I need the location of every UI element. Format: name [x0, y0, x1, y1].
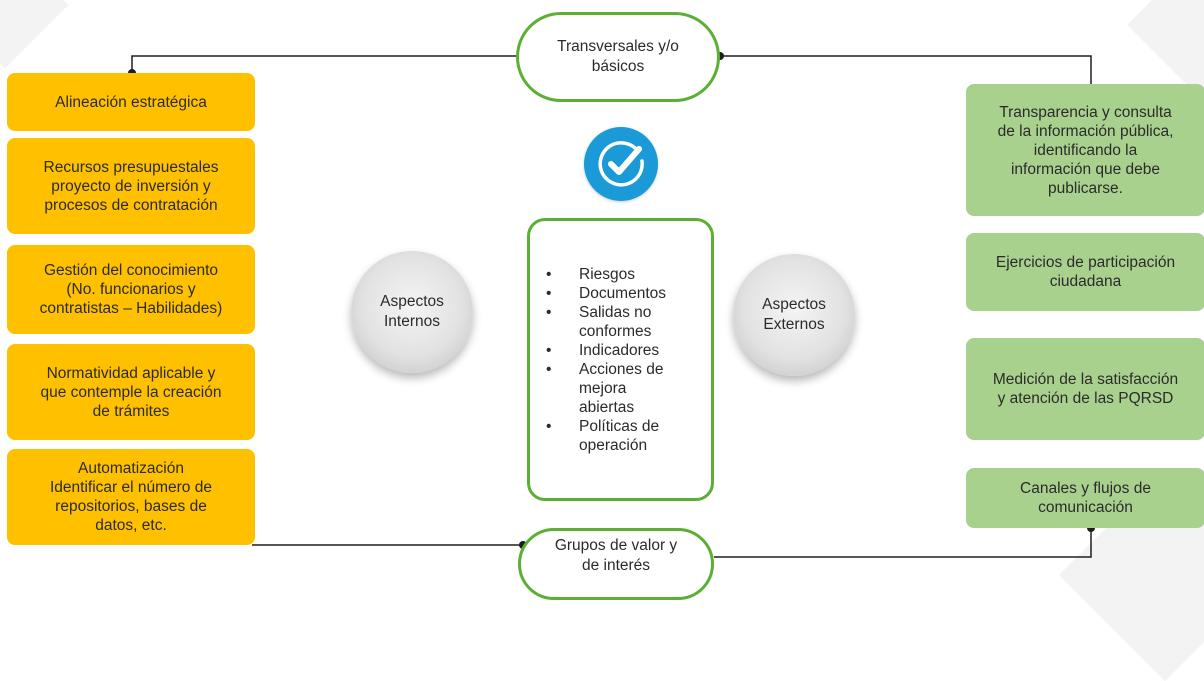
internal-item-recursos: Recursos presupuestales proyecto de inve…: [7, 138, 255, 234]
center-item-politicas: Políticas de operación: [540, 417, 703, 455]
center-item-acciones: Acciones de mejora abiertas: [540, 360, 703, 417]
internal-aspects-circle: Aspectos Internos: [351, 251, 473, 373]
check-badge-icon: [584, 127, 658, 201]
internal-item-automatizacion: Automatización Identificar el número de …: [7, 449, 255, 545]
internal-item-normatividad: Normatividad aplicable y que contemple l…: [7, 344, 255, 440]
center-item-documentos: Documentos: [540, 284, 703, 303]
bottom-node: Grupos de valor y de interés: [518, 528, 714, 600]
connector-right-top: [720, 55, 1092, 84]
center-item-salidas: Salidas no conformes: [540, 303, 703, 341]
connector-left-top: [131, 55, 518, 73]
external-item-canales: Canales y flujos de comunicación: [966, 468, 1204, 528]
external-item-transparencia: Transparencia y consulta de la informaci…: [966, 84, 1204, 216]
center-topics-list: Riesgos Documentos Salidas no conformes …: [540, 265, 703, 455]
top-node: Transversales y/o básicos: [516, 12, 720, 102]
external-item-participacion: Ejercicios de participación ciudadana: [966, 233, 1204, 311]
center-topics-box: Riesgos Documentos Salidas no conformes …: [527, 218, 714, 501]
external-aspects-circle: Aspectos Externos: [733, 254, 855, 376]
connector-right-bottom: [714, 528, 1092, 558]
internal-item-gestion: Gestión del conocimiento (No. funcionari…: [7, 245, 255, 334]
center-item-indicadores: Indicadores: [540, 341, 703, 360]
center-item-riesgos: Riesgos: [540, 265, 703, 284]
external-item-satisfaccion: Medición de la satisfacción y atención d…: [966, 338, 1204, 440]
internal-item-alineacion: Alineación estratégica: [7, 73, 255, 131]
